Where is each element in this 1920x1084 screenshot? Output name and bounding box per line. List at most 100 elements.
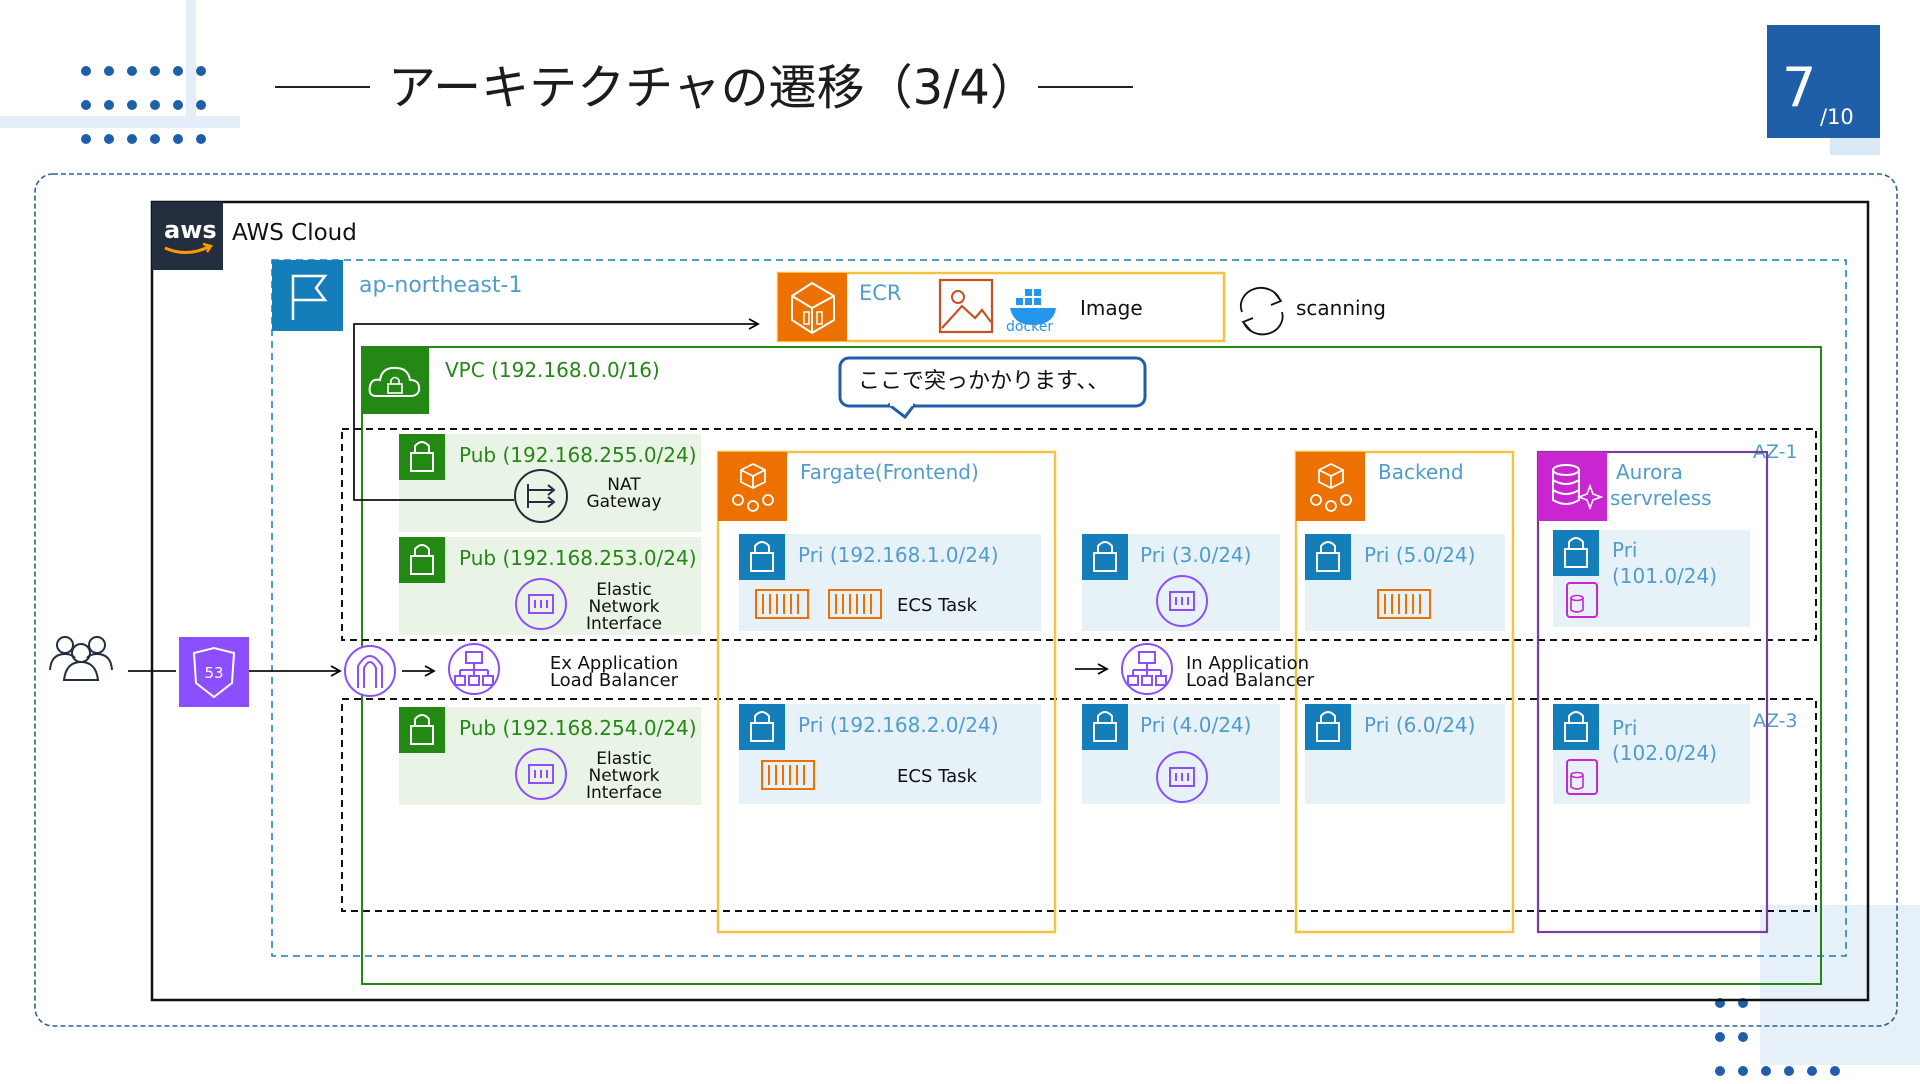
decor-dot xyxy=(196,66,206,76)
eni-icon xyxy=(1156,751,1208,803)
svg-text:Pri: Pri xyxy=(1612,538,1638,562)
external-alb-label: Ex Application xyxy=(550,653,678,674)
public-subnet-label: Pub (192.168.253.0/24) xyxy=(459,546,697,570)
decor-dot xyxy=(1738,1032,1748,1042)
svg-text:Gateway: Gateway xyxy=(586,492,661,512)
eni-icon xyxy=(515,748,567,800)
database-instance-icon xyxy=(1566,759,1598,795)
ecs-task-label: ECS Task xyxy=(897,595,978,616)
dot-grid-top-left xyxy=(81,66,206,144)
public-subnet-label: Pub (192.168.254.0/24) xyxy=(459,716,697,740)
svg-text:Interface: Interface xyxy=(586,783,662,803)
lock-icon xyxy=(399,434,445,480)
public-subnet: Pub (192.168.253.0/24) Elastic Network I… xyxy=(399,537,701,635)
vpc-cloud-icon xyxy=(362,347,429,414)
internal-alb-label-line2: Load Balancer xyxy=(1186,670,1315,691)
fargate-frontend-group: Fargate(Frontend) Pri (192.168.1.0/24) E… xyxy=(716,450,1057,934)
ecr-icon xyxy=(778,273,847,341)
internal-load-balancer-icon xyxy=(1121,643,1173,695)
internal-alb-label: In Application xyxy=(1186,653,1309,674)
decor-dot xyxy=(1738,1066,1748,1076)
decor-dot xyxy=(1830,1066,1840,1076)
az-3-box xyxy=(341,698,1817,912)
image-icon xyxy=(938,278,994,334)
decor-dot xyxy=(1761,1066,1771,1076)
external-load-balancer-icon xyxy=(448,643,500,695)
ecr-image-label: Image xyxy=(1080,296,1143,320)
svg-text:Pri (5.0/24): Pri (5.0/24) xyxy=(1364,543,1475,567)
aurora-label: Aurora xyxy=(1616,460,1683,484)
private-subnet-fargate-az3 xyxy=(739,704,1041,804)
decor-dot xyxy=(81,66,91,76)
region-flag-icon xyxy=(272,260,343,331)
decor-dot xyxy=(127,134,137,144)
svg-text:Elastic: Elastic xyxy=(596,580,651,600)
outer-frame xyxy=(34,173,1898,1027)
eni-icon xyxy=(1156,575,1208,627)
svg-text:(101.0/24): (101.0/24) xyxy=(1612,564,1717,588)
svg-text:Interface: Interface xyxy=(586,614,662,634)
route53-label: 53 xyxy=(204,664,223,682)
decor-dot xyxy=(1715,1032,1725,1042)
decor-dot xyxy=(127,66,137,76)
decor-dot xyxy=(1784,1066,1794,1076)
region-label: ap-northeast-1 xyxy=(359,273,522,298)
private-subnet-middle-az3: Pri (4.0/24) xyxy=(1082,704,1280,804)
az-3-label: AZ-3 xyxy=(1753,710,1798,732)
slide-title: アーキテクチャの遷移（3/4） xyxy=(388,60,1038,116)
ecs-task-icon xyxy=(755,589,809,619)
ecs-task-icon xyxy=(1377,589,1431,619)
svg-text:Pri (6.0/24): Pri (6.0/24) xyxy=(1364,713,1475,737)
lock-icon xyxy=(1553,704,1599,750)
decor-dot xyxy=(150,66,160,76)
az-1-label: AZ-1 xyxy=(1753,441,1798,463)
aurora-icon xyxy=(1538,452,1607,521)
ecr-label: ECR xyxy=(859,281,902,305)
aws-logo-icon: aws xyxy=(152,202,223,270)
ecr-box: ECR docker Image xyxy=(776,271,1226,343)
aurora-label-line2: servreless xyxy=(1610,486,1712,510)
page-total: /10 xyxy=(1820,105,1854,129)
database-instance-icon xyxy=(1566,582,1598,618)
fargate-icon xyxy=(718,452,787,521)
decor-dot xyxy=(104,66,114,76)
aws-cloud-label: AWS Cloud xyxy=(232,220,357,246)
aws-cloud-box xyxy=(150,200,1870,1002)
backend-label: Backend xyxy=(1378,460,1464,484)
lock-icon xyxy=(399,537,445,583)
fargate-label: Fargate(Frontend) xyxy=(800,460,979,484)
decor-dot xyxy=(1715,1066,1725,1076)
lock-icon xyxy=(1082,534,1128,580)
az-1-box xyxy=(341,428,1817,641)
svg-text:Network: Network xyxy=(589,597,660,617)
page-number-badge: 7 /10 xyxy=(1767,25,1880,138)
external-alb-label-line2: Load Balancer xyxy=(550,670,679,691)
decor-dot xyxy=(173,100,183,110)
svg-text:Network: Network xyxy=(589,766,660,786)
public-subnet: Pub (192.168.254.0/24) Elastic Network I… xyxy=(399,707,701,805)
svg-text:Pri (3.0/24): Pri (3.0/24) xyxy=(1140,543,1251,567)
ecs-task-icon xyxy=(828,589,882,619)
decor-dot xyxy=(104,134,114,144)
decor-dot xyxy=(173,66,183,76)
aurora-group: Aurora servreless Pri (101.0/24) Pri (10… xyxy=(1536,450,1769,934)
decor-dot xyxy=(1807,1066,1817,1076)
nat-to-ecr-route xyxy=(353,318,760,501)
svg-text:Pri: Pri xyxy=(1612,716,1638,740)
decor-dot xyxy=(196,100,206,110)
scanning-label: scanning xyxy=(1296,296,1386,320)
scanning-icon xyxy=(1239,287,1284,336)
decor-dot xyxy=(127,100,137,110)
lock-icon xyxy=(1305,534,1351,580)
svg-text:aws: aws xyxy=(164,216,217,244)
backend-group: Backend Pri (5.0/24) Pri (6.0/24) xyxy=(1294,450,1515,934)
svg-text:NAT: NAT xyxy=(607,475,641,495)
internet-gateway-icon xyxy=(344,645,396,697)
decor-dot xyxy=(81,134,91,144)
lock-icon xyxy=(399,707,445,753)
nat-gateway-icon xyxy=(514,469,568,523)
users-icon xyxy=(49,636,113,681)
callout-text: ここで突っかかります、、 xyxy=(858,369,1109,394)
